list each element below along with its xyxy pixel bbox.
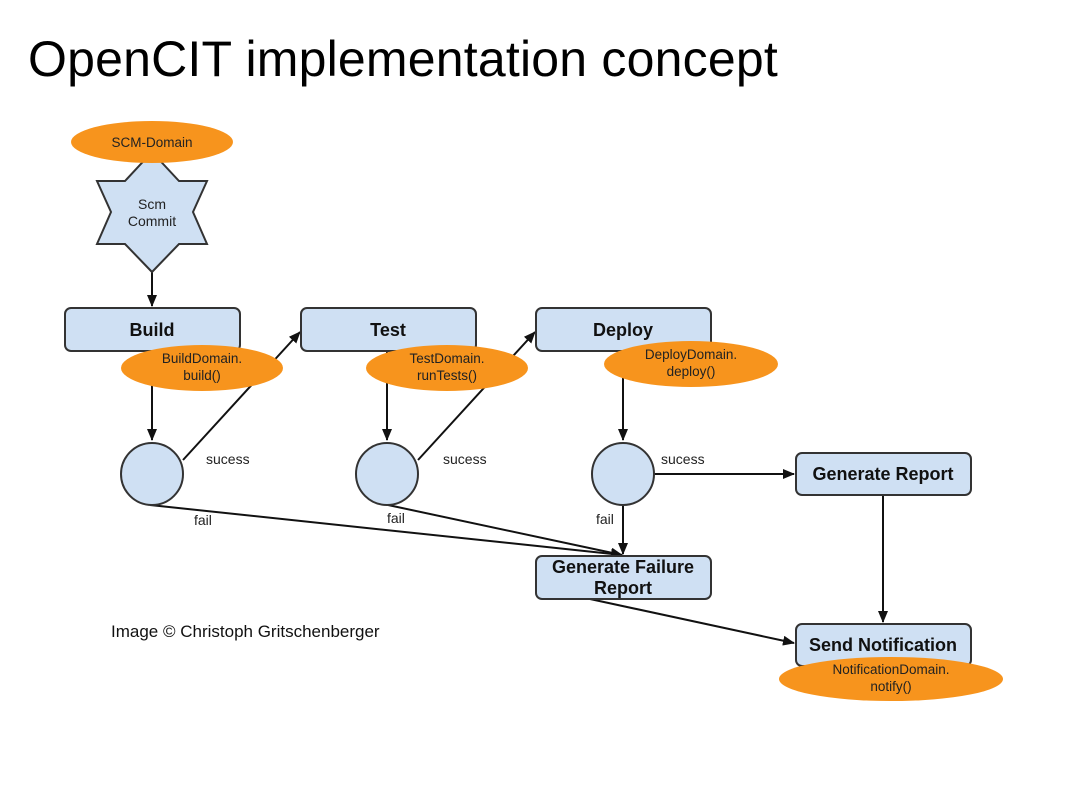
test-label: Test xyxy=(370,320,406,340)
edge-label-fail-2: fail xyxy=(387,510,405,526)
edge-decision2-success xyxy=(417,331,536,461)
decision-circle-build xyxy=(120,442,184,506)
image-credit: Image © Christoph Gritschenberger xyxy=(111,622,380,641)
build-domain-label-1: BuildDomain. xyxy=(162,351,242,366)
edge-failure-to-notification xyxy=(589,598,795,646)
edge-label-success-3: sucess xyxy=(661,451,705,467)
generate-failure-label-1: Generate Failure xyxy=(552,557,694,577)
generate-report-box xyxy=(795,452,972,496)
scm-commit-label-2: Commit xyxy=(128,213,176,229)
test-box xyxy=(300,307,477,352)
notification-domain-label-1: NotificationDomain. xyxy=(832,662,949,677)
edge-decision2-fail xyxy=(387,504,623,558)
scm-domain-ellipse xyxy=(71,121,233,163)
page-title: OpenCIT implementation concept xyxy=(28,31,778,87)
scm-commit-star xyxy=(95,150,209,274)
test-domain-label-1: TestDomain. xyxy=(409,351,484,366)
test-domain-ellipse xyxy=(366,345,528,391)
build-label: Build xyxy=(130,320,175,340)
deploy-label: Deploy xyxy=(593,320,653,340)
edge-label-fail-1: fail xyxy=(194,512,212,528)
decision-circle-test xyxy=(355,442,419,506)
edge-label-success-2: sucess xyxy=(443,451,487,467)
test-domain-label-2: runTests() xyxy=(417,368,477,383)
decision-circle-deploy xyxy=(591,442,655,506)
deploy-domain-label-2: deploy() xyxy=(667,364,716,379)
notification-domain-label-2: notify() xyxy=(870,679,911,694)
deploy-domain-ellipse xyxy=(604,341,778,387)
build-domain-ellipse xyxy=(121,345,283,391)
scm-domain-label: SCM-Domain xyxy=(111,135,192,150)
deploy-domain-label-1: DeployDomain. xyxy=(645,347,737,362)
edge-label-success-1: sucess xyxy=(206,451,250,467)
generate-failure-label-2: Report xyxy=(594,578,652,598)
send-notification-label: Send Notification xyxy=(809,635,957,655)
edge-decision1-success xyxy=(182,331,301,461)
build-domain-label-2: build() xyxy=(183,368,221,383)
edge-label-fail-3: fail xyxy=(596,511,614,527)
scm-commit-label-1: Scm xyxy=(138,196,166,212)
generate-failure-report-box xyxy=(535,555,712,600)
generate-report-label: Generate Report xyxy=(812,464,953,484)
edge-decision1-fail xyxy=(149,504,623,559)
notification-domain-ellipse xyxy=(779,657,1003,701)
